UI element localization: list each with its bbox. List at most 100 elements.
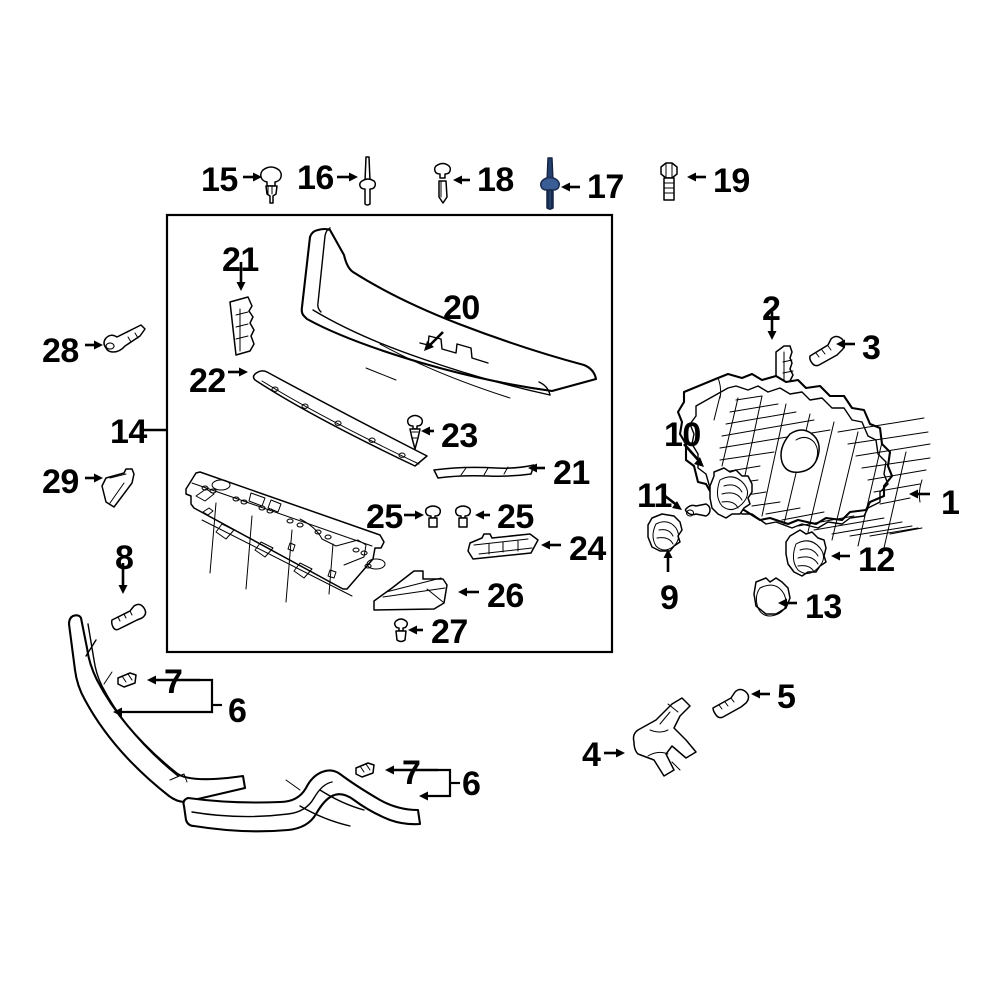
arrowhead-21b bbox=[528, 463, 537, 473]
long-pin-rivet-icon bbox=[359, 156, 377, 206]
callout-label-17[interactable]: 17 bbox=[587, 168, 624, 206]
flange-bolt-icon-8 bbox=[110, 603, 147, 631]
air-duct-bracket-icon bbox=[467, 533, 539, 560]
arrowhead-26 bbox=[458, 587, 467, 597]
callout-label-29[interactable]: 29 bbox=[42, 463, 79, 501]
callout-label-1[interactable]: 1 bbox=[941, 484, 960, 522]
arrowhead-29 bbox=[94, 473, 103, 483]
push-pin-clip-icon bbox=[260, 166, 282, 204]
sensor-cover-icon bbox=[647, 513, 683, 552]
flange-bolt-icon-3 bbox=[809, 335, 846, 367]
callout-label-24[interactable]: 24 bbox=[569, 530, 606, 568]
leader-10 bbox=[683, 443, 701, 463]
arrowhead-6a bbox=[113, 707, 122, 717]
arrowhead-4 bbox=[616, 748, 625, 758]
lower-molding-left-icon bbox=[67, 614, 247, 804]
callout-label-4[interactable]: 4 bbox=[582, 736, 601, 774]
upper-seal-strip-icon bbox=[252, 370, 428, 467]
hex-head-bolt-icon bbox=[660, 162, 678, 201]
callout-label-16[interactable]: 16 bbox=[297, 159, 334, 197]
arrowhead-7a bbox=[147, 675, 156, 685]
radiator-support-panel bbox=[185, 471, 386, 603]
callout-label-20[interactable]: 20 bbox=[443, 289, 480, 327]
callout-label-13[interactable]: 13 bbox=[805, 588, 842, 626]
callout-label-12[interactable]: 12 bbox=[858, 541, 895, 579]
callout-label-11[interactable]: 11 bbox=[637, 477, 672, 515]
callout-label-28[interactable]: 28 bbox=[42, 332, 79, 370]
callout-label-5[interactable]: 5 bbox=[777, 678, 796, 716]
callout-label-9[interactable]: 9 bbox=[660, 579, 679, 617]
arrowhead-10 bbox=[694, 457, 704, 467]
grille-mount-bracket-icon bbox=[632, 697, 697, 777]
rivet-clip-highlighted-icon bbox=[539, 157, 561, 210]
callout-label-7-lower[interactable]: 7 bbox=[402, 754, 421, 792]
stud-clip-icon bbox=[433, 162, 452, 204]
arrowhead-11 bbox=[672, 501, 682, 510]
arrowhead-28 bbox=[94, 340, 103, 350]
arrowhead-16 bbox=[349, 172, 358, 182]
arrowhead-25a bbox=[415, 510, 424, 520]
small-grommet-icon bbox=[684, 503, 711, 517]
callout-label-25-right[interactable]: 25 bbox=[497, 498, 534, 536]
emblem-stud-icon bbox=[103, 324, 146, 353]
tree-clip-icon-27 bbox=[393, 618, 409, 643]
arrowhead-25b bbox=[475, 510, 484, 520]
screw-grommet-icon-left bbox=[424, 505, 442, 528]
arrowhead-15 bbox=[253, 172, 262, 182]
blank-cover-cap-icon bbox=[753, 577, 791, 617]
arrowhead-9 bbox=[663, 549, 673, 558]
callout-label-26[interactable]: 26 bbox=[487, 577, 524, 615]
arrowhead-6b bbox=[419, 791, 428, 801]
callout-label-14[interactable]: 14 bbox=[110, 413, 147, 451]
flange-bolt-icon-5 bbox=[712, 688, 750, 719]
callout-label-25-left[interactable]: 25 bbox=[366, 498, 403, 536]
arrowhead-8 bbox=[118, 585, 128, 594]
clip-fastener-icon-a bbox=[117, 672, 137, 688]
group-box-14 bbox=[165, 213, 614, 654]
arrowhead-24 bbox=[541, 540, 550, 550]
arrowhead-17 bbox=[561, 182, 570, 192]
arrowhead-3 bbox=[836, 339, 845, 349]
air-deflector-icon bbox=[373, 570, 448, 611]
callout-label-6-lower[interactable]: 6 bbox=[462, 765, 481, 803]
arrowhead-18 bbox=[453, 175, 462, 185]
callout-label-8[interactable]: 8 bbox=[115, 539, 134, 577]
arrowhead-12 bbox=[831, 551, 840, 561]
arrowhead-22 bbox=[239, 367, 248, 377]
callout-label-23[interactable]: 23 bbox=[441, 417, 478, 455]
clip-fastener-icon-b bbox=[355, 762, 375, 778]
arrowhead-27 bbox=[408, 625, 417, 635]
callout-label-22[interactable]: 22 bbox=[189, 362, 226, 400]
callout-label-18[interactable]: 18 bbox=[477, 161, 514, 199]
arrowhead-20 bbox=[424, 341, 434, 351]
sensor-bezel-upper-icon bbox=[709, 467, 753, 519]
callout-label-21-side[interactable]: 21 bbox=[222, 241, 259, 279]
callout-label-15[interactable]: 15 bbox=[201, 161, 238, 199]
callout-label-21-center[interactable]: 21 bbox=[553, 454, 590, 492]
callout-label-7-upper[interactable]: 7 bbox=[164, 663, 183, 701]
corner-filler-icon bbox=[101, 468, 135, 508]
arrowhead-2 bbox=[767, 331, 777, 340]
callout-label-10[interactable]: 10 bbox=[664, 416, 701, 454]
callout-label-27[interactable]: 27 bbox=[431, 613, 468, 651]
center-retainer-icon bbox=[433, 464, 535, 479]
sensor-bezel-lower-icon bbox=[785, 529, 827, 577]
callout-label-3[interactable]: 3 bbox=[862, 329, 881, 367]
grille-upper-cover-icon bbox=[300, 227, 598, 399]
callout-label-19[interactable]: 19 bbox=[713, 162, 750, 200]
arrowhead-1 bbox=[909, 489, 918, 499]
arrowhead-23 bbox=[421, 426, 430, 436]
arrowhead-21a bbox=[236, 282, 246, 291]
callout-label-2[interactable]: 2 bbox=[762, 290, 781, 328]
tree-clip-icon bbox=[406, 414, 424, 450]
screw-grommet-icon-right bbox=[454, 505, 472, 528]
arrowhead-19 bbox=[687, 172, 696, 182]
arrowhead-13 bbox=[778, 598, 787, 608]
callout-label-6-upper[interactable]: 6 bbox=[228, 692, 247, 730]
arrowhead-7b bbox=[385, 765, 394, 775]
lower-molding-right-icon bbox=[182, 769, 422, 833]
radiator-grille-icon bbox=[676, 372, 931, 549]
arrowhead-5 bbox=[751, 689, 760, 699]
